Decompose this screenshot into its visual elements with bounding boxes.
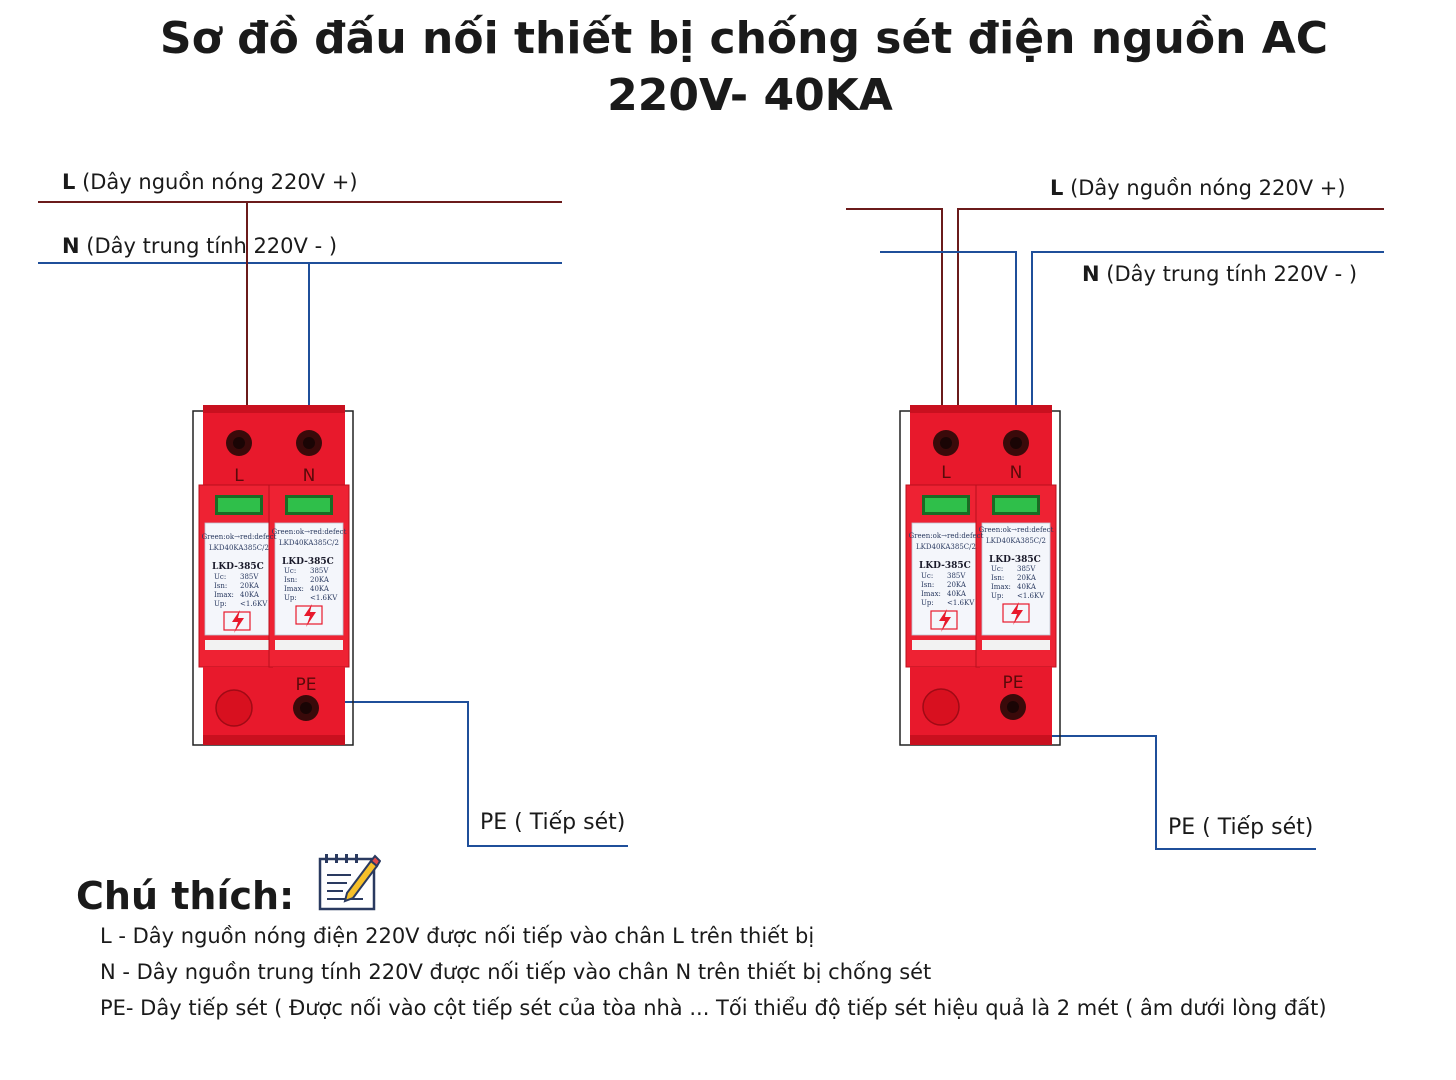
notes-section: Chú thích: L - Dây nguồn nóng điện 220V … (76, 848, 1416, 1026)
spec-key: Uc: (921, 572, 933, 580)
left-pin-PE: PE (296, 675, 317, 695)
spec-value: 20KA (240, 582, 260, 590)
diagram-title-line-1: Sơ đồ đấu nối thiết bị chống sét điện ng… (160, 13, 1328, 64)
left-model-1: LKD-385C (212, 562, 264, 572)
right-neutral-in (880, 251, 1017, 408)
spec-value: 20KA (947, 581, 967, 589)
right-model-2: LKD-385C (989, 555, 1041, 565)
right-neutral-label: N (Dây trung tính 220V - ) (1082, 262, 1357, 286)
spec-value: <1.6KV (947, 599, 975, 607)
left-pin-N: N (303, 466, 316, 486)
spec-value: 385V (310, 567, 329, 575)
right-live-text: (Dây nguồn nóng 220V +) (1063, 176, 1345, 200)
spec-value: <1.6KV (1017, 592, 1045, 600)
right-part-number-1: LKD40KA385C/2 (916, 543, 976, 551)
spec-value: 385V (947, 572, 966, 580)
note-line-pe: PE- Dây tiếp sét ( Được nối vào cột tiếp… (100, 996, 1327, 1020)
spec-value: <1.6KV (240, 600, 268, 608)
right-neutral-out (1031, 251, 1384, 408)
spec-value: 40KA (1017, 583, 1037, 591)
left-lightning-logo-2 (295, 604, 323, 627)
diagram-title-line-2: 220V- 40KA (607, 70, 893, 121)
right-pe-label: PE ( Tiếp sét) (1168, 815, 1313, 840)
left-model-2: LKD-385C (282, 557, 334, 567)
right-lightning-logo-2 (1002, 602, 1030, 625)
left-part-number-1: LKD40KA385C/2 (209, 544, 269, 552)
note-line-neutral: N - Dây nguồn trung tính 220V được nối t… (100, 960, 932, 984)
left-pe-label: PE ( Tiếp sét) (480, 810, 625, 835)
spec-key: Up: (991, 592, 1004, 600)
spec-key: Uc: (214, 573, 226, 581)
note-line-live: L - Dây nguồn nóng điện 220V được nối ti… (100, 924, 815, 948)
left-surge-protector: L N Green:ok→red:defect Green:ok→red:def… (192, 404, 354, 746)
left-wiring: L (Dây nguồn nóng 220V +) N (Dây trung t… (38, 170, 628, 847)
left-live-text: (Dây nguồn nóng 220V +) (75, 170, 357, 194)
spec-value: 385V (240, 573, 259, 581)
left-test-button (215, 689, 253, 727)
notes-heading: Chú thích: (76, 874, 295, 918)
spec-key: Up: (284, 594, 297, 602)
left-neutral-key: N (62, 234, 80, 258)
spec-key: Isn: (284, 576, 297, 584)
left-status-legend-1: Green:ok→red:defect (202, 533, 277, 541)
right-lightning-logo-1 (930, 609, 958, 632)
left-status-legend-2: Green:ok→red:defect (272, 528, 347, 536)
right-live-key: L (1050, 176, 1063, 200)
spec-value: 40KA (310, 585, 330, 593)
left-neutral-text: (Dây trung tính 220V - ) (80, 234, 337, 258)
right-neutral-key: N (1082, 262, 1100, 286)
left-pe-wire (340, 701, 628, 847)
spec-value: <1.6KV (310, 594, 338, 602)
right-status-legend-1: Green:ok→red:defect (909, 532, 984, 540)
left-spec-table-1: Uc: 385V Isn: 20KA Imax: 40KA Up: <1.6KV (214, 573, 268, 608)
right-model-1: LKD-385C (919, 561, 971, 571)
wiring-diagram: Sơ đồ đấu nối thiết bị chống sét điện ng… (38, 13, 1384, 850)
spec-key: Imax: (921, 590, 941, 598)
right-live-label: L (Dây nguồn nóng 220V +) (1050, 176, 1346, 200)
right-pin-L: L (941, 463, 951, 483)
spec-value: 40KA (240, 591, 260, 599)
right-pin-N: N (1010, 463, 1023, 483)
right-surge-protector: L N Green:ok→red:defect Green:ok→red:def… (899, 404, 1061, 746)
spec-key: Up: (214, 600, 227, 608)
spec-key: Uc: (284, 567, 296, 575)
spec-key: Isn: (991, 574, 1004, 582)
right-test-button (922, 688, 960, 726)
right-live-in (846, 208, 943, 408)
spec-key: Isn: (214, 582, 227, 590)
left-part-number-2: LKD40KA385C/2 (279, 539, 339, 547)
spec-value: 20KA (1017, 574, 1037, 582)
right-pin-PE: PE (1003, 673, 1024, 693)
left-live-key: L (62, 170, 75, 194)
spec-key: Isn: (921, 581, 934, 589)
left-spec-table-2: Uc: 385V Isn: 20KA Imax: 40KA Up: <1.6KV (284, 567, 338, 602)
right-spec-table-2: Uc: 385V Isn: 20KA Imax: 40KA Up: <1.6KV (991, 565, 1045, 600)
right-pe-wire (1046, 735, 1316, 850)
spec-value: 385V (1017, 565, 1036, 573)
spec-value: 20KA (310, 576, 330, 584)
left-lightning-logo-1 (223, 610, 251, 633)
spec-key: Imax: (991, 583, 1011, 591)
right-live-out (957, 208, 1384, 408)
spec-key: Uc: (991, 565, 1003, 573)
notes-header: Chú thích: (76, 848, 1416, 918)
right-spec-table-1: Uc: 385V Isn: 20KA Imax: 40KA Up: <1.6KV (921, 572, 975, 607)
spec-value: 40KA (947, 590, 967, 598)
right-part-number-2: LKD40KA385C/2 (986, 537, 1046, 545)
notepad-pencil-icon (317, 849, 381, 918)
spec-key: Imax: (214, 591, 234, 599)
spec-key: Up: (921, 599, 934, 607)
right-status-legend-2: Green:ok→red:defect (979, 526, 1054, 534)
left-neutral-label: N (Dây trung tính 220V - ) (62, 234, 337, 258)
spec-key: Imax: (284, 585, 304, 593)
right-neutral-text: (Dây trung tính 220V - ) (1100, 262, 1357, 286)
right-wiring: L (Dây nguồn nóng 220V +) N (Dây trung t… (846, 176, 1384, 850)
left-live-label: L (Dây nguồn nóng 220V +) (62, 170, 358, 194)
left-pin-L: L (234, 466, 244, 486)
